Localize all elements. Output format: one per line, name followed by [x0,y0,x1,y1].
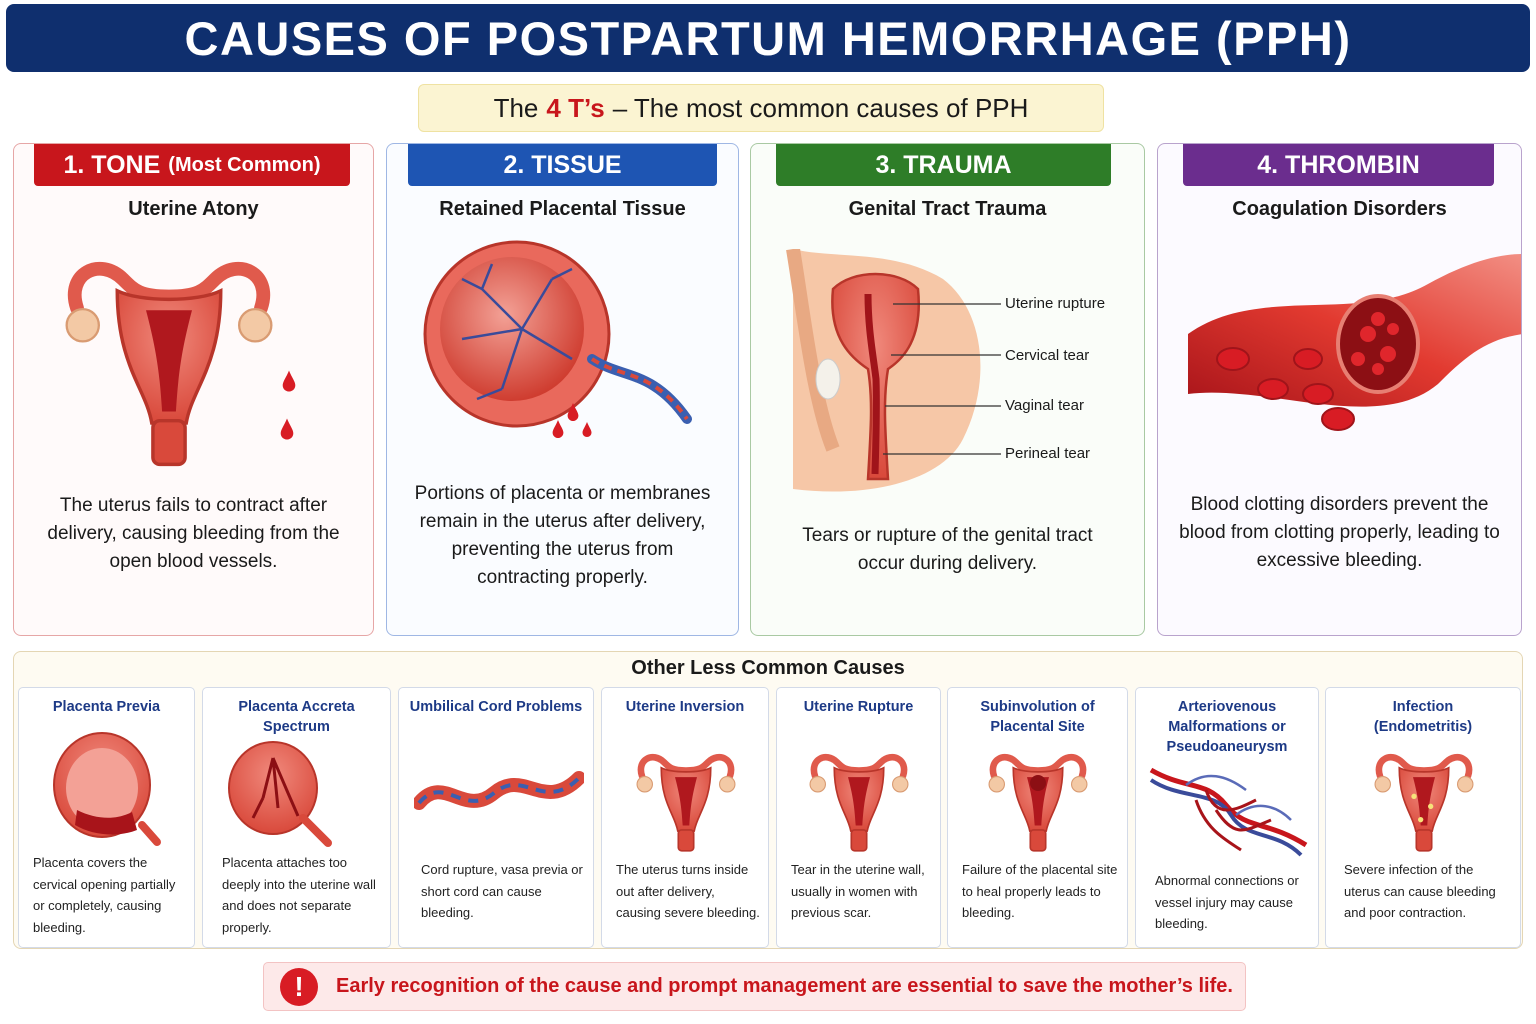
card-tone-header: 1. TONE (Most Common) [34,144,350,186]
cause-title: Umbilical Cord Problems [409,699,583,715]
cause-title: Subinvolution of Placental Site [980,699,1095,735]
card-thrombin-title: 4. THROMBIN [1257,150,1420,179]
cause-avm: Arteriovenous Malformations or Pseudoane… [1135,687,1319,948]
card-thrombin-header: 4. THROMBIN [1183,144,1494,186]
other-causes-title: Other Less Common Causes [631,657,905,679]
cause-description: Placenta attaches too deeply into the ut… [222,855,376,935]
cause-subinvolution: Subinvolution of Placental Site Failure … [947,687,1128,948]
subtitle-pre: The [493,92,539,123]
cause-title: Arteriovenous Malformations or Pseudoane… [1166,699,1288,755]
cause-description: The uterus turns inside out after delive… [616,862,760,920]
cause-title: Placenta Accreta Spectrum [238,699,355,735]
label-vaginal-tear: Vaginal tear [1005,397,1084,414]
cause-umbilical-cord: Umbilical Cord Problems Cord rupture, va… [398,687,594,948]
cause-title: Uterine Rupture [803,699,914,715]
footer-text: Early recognition of the cause and promp… [336,975,1233,997]
card-tissue: 2. TISSUE Retained Placental Tissue Port… [386,143,739,636]
card-trauma-subtitle: Genital Tract Trauma [848,198,1047,220]
infection-illustration [1356,743,1492,853]
genital-tract-illustration [786,249,1001,492]
label-perineal-tear: Perineal tear [1005,445,1091,462]
uterine-rupture-illustration [791,743,927,853]
card-tone-note: (Most Common) [168,153,321,176]
footer-alert: ! Early recognition of the cause and pro… [263,962,1246,1011]
card-tone-title: 1. TONE [63,150,161,179]
subtitle-post: – The most common causes of PPH [612,92,1029,123]
page-title: CAUSES OF POSTPARTUM HEMORRHAGE (PPH) [184,11,1352,65]
label-uterine-rupture: Uterine rupture [1005,295,1106,312]
card-tissue-header: 2. TISSUE [408,144,717,186]
card-thrombin-description: Blood clotting disorders prevent the blo… [1179,494,1500,571]
cause-description: Failure of the placental site to heal pr… [962,862,1118,920]
card-trauma-description: Tears or rupture of the genital tract oc… [802,525,1093,574]
avm-illustration [1149,767,1308,857]
card-trauma: 3. TRAUMA Genital Tract Trauma Uterine r… [750,143,1145,636]
cause-infection: Infection (Endometritis) Severe infectio… [1325,687,1521,948]
other-causes-panel: Other Less Common Causes Placenta Previa… [13,651,1523,949]
card-thrombin-subtitle: Coagulation Disorders [1232,198,1447,220]
cause-title: Placenta Previa [52,699,161,715]
card-tissue-subtitle: Retained Placental Tissue [439,198,686,220]
cause-uterine-rupture: Uterine Rupture Tear in the uterine wall… [776,687,941,948]
placenta-previa-illustration [53,732,161,846]
exclamation-icon: ! [280,967,318,1006]
title-banner: CAUSES OF POSTPARTUM HEMORRHAGE (PPH) [6,4,1530,72]
subinvolution-illustration [970,743,1106,853]
cause-uterine-inversion: Uterine Inversion The uterus turns insid… [601,687,769,948]
card-trauma-title: 3. TRAUMA [875,150,1012,179]
placenta-accreta-illustration [228,741,332,847]
label-cervical-tear: Cervical tear [1005,347,1090,364]
card-tissue-description: Portions of placenta or membranes remain… [414,483,711,588]
uterine-inversion-illustration [618,743,754,853]
blood-vessel-illustration [1188,254,1521,431]
placenta-illustration [423,240,692,438]
card-thrombin: 4. THROMBIN Coagulation Disorders Blood … [1157,143,1522,636]
cause-title: Infection (Endometritis) [1373,699,1473,735]
cause-description: Tear in the uterine wall, usually in wom… [791,862,925,920]
cause-description: Cord rupture, vasa previa or short cord … [421,862,583,920]
subtitle-banner: The 4 T’s – The most common causes of PP… [418,84,1104,132]
subtitle-highlight: 4 T’s [546,92,605,123]
cause-title: Uterine Inversion [625,699,745,715]
uterus-illustration [54,239,296,479]
card-tone-subtitle: Uterine Atony [128,198,259,220]
cause-placenta-accreta: Placenta Accreta Spectrum Placenta attac… [202,687,391,948]
cause-description: Severe infection of the uterus can cause… [1344,862,1496,920]
card-tissue-title: 2. TISSUE [503,150,622,179]
umbilical-cord-illustration [414,771,584,810]
card-tone: 1. TONE (Most Common) Uterine Atony The u… [13,143,374,636]
cause-placenta-previa: Placenta Previa Placenta covers the cerv… [18,687,195,948]
card-tone-description: The uterus fails to contract after deliv… [47,495,340,572]
card-trauma-header: 3. TRAUMA [776,144,1111,186]
cause-description: Abnormal connections or vessel injury ma… [1155,873,1299,931]
cause-description: Placenta covers the cervical opening par… [33,855,176,935]
